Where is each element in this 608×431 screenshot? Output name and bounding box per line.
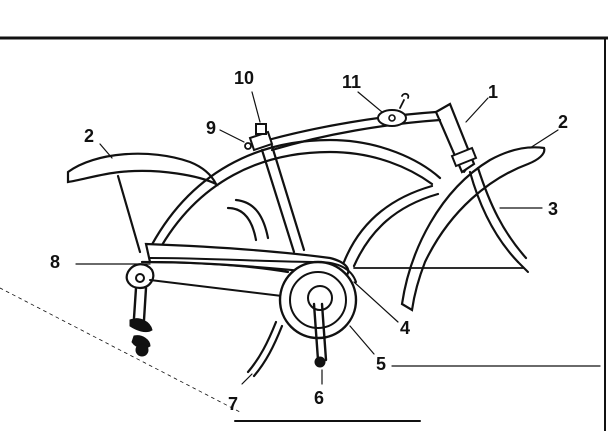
rear-axle-nut <box>135 273 145 283</box>
rear-dropout <box>125 263 155 290</box>
brake-arm-bracket <box>129 318 153 333</box>
leader-10 <box>251 91 261 123</box>
bracket-bell <box>399 92 410 109</box>
brake-arm-end <box>135 343 149 357</box>
top-tube <box>266 110 442 152</box>
callout-8: 8 <box>50 252 60 272</box>
callout-2-front: 2 <box>558 112 568 132</box>
callout-9: 9 <box>206 118 216 138</box>
bottom-bracket-cup <box>307 285 333 311</box>
top-bracket <box>377 109 407 127</box>
down-tube <box>342 184 440 268</box>
chain-upper-run <box>149 257 357 283</box>
callout-10: 10 <box>234 68 254 88</box>
seat-post-top <box>255 123 267 135</box>
callout-3: 3 <box>548 199 558 219</box>
chain-guard-edge <box>149 279 283 297</box>
rear-fender <box>66 152 219 187</box>
front-fender <box>400 146 546 312</box>
front-fender-tip <box>517 261 529 273</box>
callout-5: 5 <box>376 354 386 374</box>
leader-9 <box>219 129 245 143</box>
leader-5 <box>349 325 375 355</box>
callout-7: 7 <box>228 394 238 414</box>
callout-4: 4 <box>400 318 410 338</box>
callout-6: 6 <box>314 388 324 408</box>
seat-stay-arch <box>146 138 442 254</box>
leader-7 <box>241 373 253 385</box>
leader-1 <box>465 97 489 123</box>
leader-2-rear <box>99 143 113 159</box>
head-tube-collar <box>450 146 478 168</box>
kickstand <box>246 320 284 378</box>
rear-brake-arm <box>132 286 148 322</box>
callout-11: 11 <box>342 72 361 92</box>
crank-arm <box>312 302 328 362</box>
callout-1: 1 <box>488 82 498 102</box>
seat-tube <box>260 144 306 254</box>
pedal-bolt <box>314 356 326 368</box>
top-bracket-hole <box>388 114 396 122</box>
leader-11 <box>357 91 383 113</box>
callout-2-rear: 2 <box>84 126 94 146</box>
leader-2-front <box>529 129 559 149</box>
leader-4 <box>353 281 399 323</box>
rear-fender-strut <box>116 174 142 254</box>
lower-frame-bar <box>226 198 270 242</box>
scan-edge-line <box>0 287 241 413</box>
clamp-nut <box>244 142 252 150</box>
front-fork <box>468 166 528 264</box>
